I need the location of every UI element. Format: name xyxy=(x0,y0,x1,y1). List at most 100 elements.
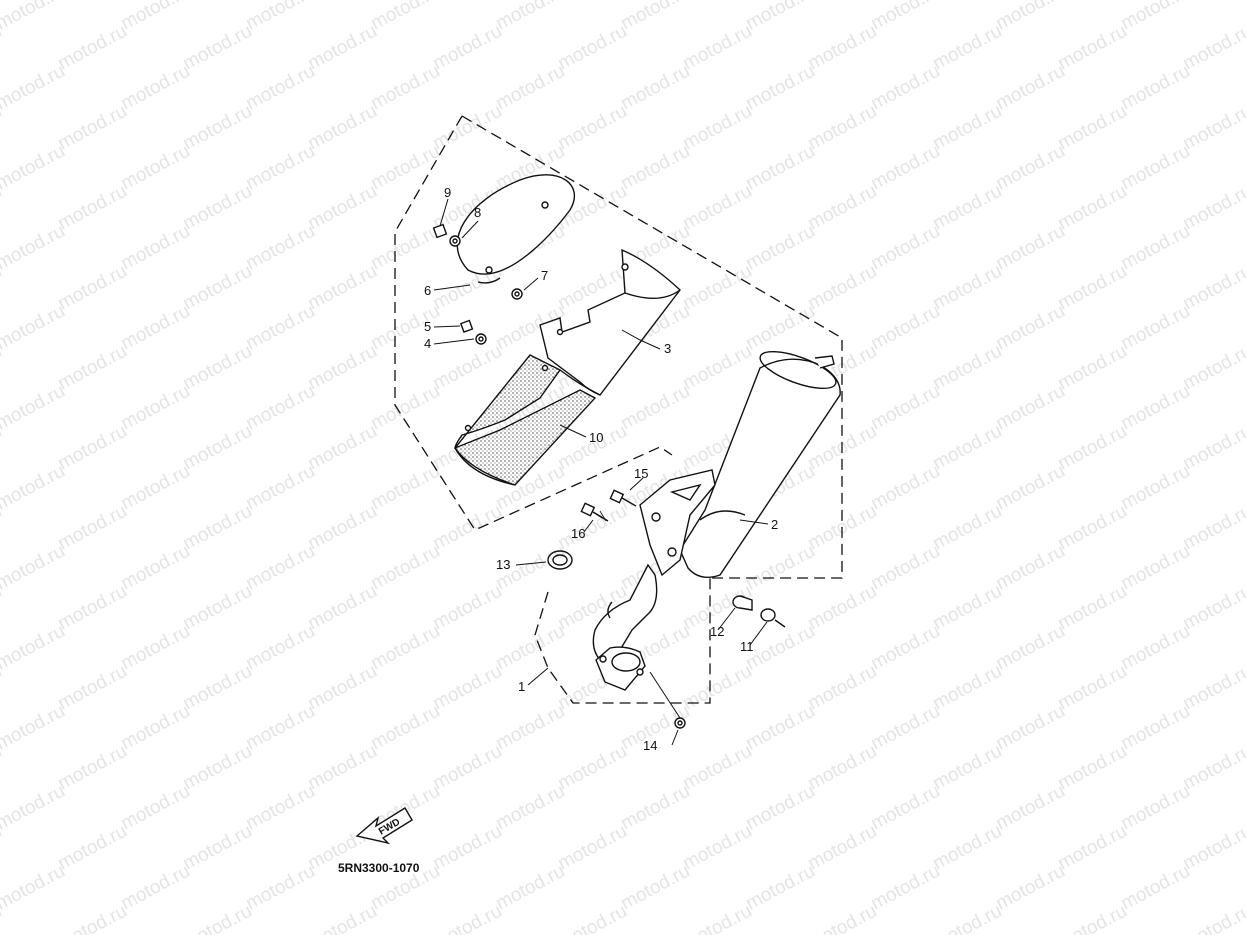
watermark-text: motod.ru xyxy=(117,0,193,34)
watermark-text: motod.ru xyxy=(679,21,755,75)
watermark-text: motod.ru xyxy=(492,0,568,34)
callout-2: 2 xyxy=(771,517,778,532)
watermark-text: motod.ru xyxy=(617,0,693,34)
watermark-text: motod.ru xyxy=(117,701,193,755)
watermark-text: motod.ru xyxy=(867,381,943,435)
watermark-text: motod.ru xyxy=(679,821,755,875)
watermark-text: motod.ru xyxy=(617,861,693,915)
watermark-text: motod.ru xyxy=(1117,0,1193,34)
callout-5: 5 xyxy=(424,319,431,334)
nut xyxy=(511,288,523,300)
watermark-text: motod.ru xyxy=(492,861,568,915)
watermark-text: motod.ru xyxy=(867,141,943,195)
callout-7: 7 xyxy=(541,268,548,283)
exhaust-pipe xyxy=(592,563,658,691)
watermark-text: motod.ru xyxy=(929,821,1005,875)
watermark-text: motod.ru xyxy=(992,301,1068,355)
watermark-text: motod.ru xyxy=(742,221,818,275)
watermark-text: motod.ru xyxy=(742,0,818,34)
watermark-text: motod.ru xyxy=(117,621,193,675)
watermark-text: motod.ru xyxy=(304,261,380,315)
watermark-text: motod.ru xyxy=(1179,501,1246,555)
watermark-text: motod.ru xyxy=(367,61,443,115)
watermark-text: motod.ru xyxy=(1117,461,1193,515)
watermark-text: motod.ru xyxy=(804,741,880,795)
collar-and-bolt xyxy=(732,595,786,628)
watermark-text: motod.ru xyxy=(179,581,255,635)
watermark-text: motod.ru xyxy=(1117,61,1193,115)
watermark-text: motod.ru xyxy=(804,901,880,935)
watermark-text: motod.ru xyxy=(554,901,630,935)
watermark-text: motod.ru xyxy=(679,101,755,155)
watermark-text: motod.ru xyxy=(992,221,1068,275)
watermark-text: motod.ru xyxy=(1117,221,1193,275)
watermark-text: motod.ru xyxy=(617,141,693,195)
watermark-text: motod.ru xyxy=(1179,101,1246,155)
watermark-text: motod.ru xyxy=(117,381,193,435)
watermark-text: motod.ru xyxy=(54,181,130,235)
watermark-text: motod.ru xyxy=(242,541,318,595)
watermark-text: motod.ru xyxy=(179,661,255,715)
watermark-text: motod.ru xyxy=(867,461,943,515)
watermark-text: motod.ru xyxy=(242,61,318,115)
watermark-text: motod.ru xyxy=(742,301,818,355)
watermark-text: motod.ru xyxy=(804,21,880,75)
watermark-text: motod.ru xyxy=(117,861,193,915)
watermark-text: motod.ru xyxy=(1054,341,1130,395)
watermark-text: motod.ru xyxy=(867,701,943,755)
watermark-text: motod.ru xyxy=(992,61,1068,115)
callout-16: 16 xyxy=(571,526,585,541)
watermark-text: motod.ru xyxy=(492,621,568,675)
watermark-text: motod.ru xyxy=(1054,181,1130,235)
watermark-text: motod.ru xyxy=(867,861,943,915)
watermark-text: motod.ru xyxy=(929,341,1005,395)
watermark-text: motod.ru xyxy=(1179,181,1246,235)
callout-11: 11 xyxy=(740,639,754,654)
watermark-text: motod.ru xyxy=(929,581,1005,635)
watermark-text: motod.ru xyxy=(367,381,443,435)
leader-lines xyxy=(433,198,769,746)
watermark-text: motod.ru xyxy=(54,901,130,935)
watermark-text: motod.ru xyxy=(1117,861,1193,915)
watermark-text: motod.ru xyxy=(54,661,130,715)
watermark-text: motod.ru xyxy=(1054,661,1130,715)
watermark-text: motod.ru xyxy=(929,741,1005,795)
watermark-text: motod.ru xyxy=(554,21,630,75)
watermark-text: motod.ru xyxy=(304,741,380,795)
watermark-text: motod.ru xyxy=(429,741,505,795)
watermark-text: motod.ru xyxy=(867,621,943,675)
watermark-text: motod.ru xyxy=(679,901,755,935)
watermark-text: motod.ru xyxy=(804,661,880,715)
watermark-text: motod.ru xyxy=(117,141,193,195)
callout-14: 14 xyxy=(643,738,657,753)
watermark-text: motod.ru xyxy=(0,701,69,755)
watermark-text: motod.ru xyxy=(0,221,69,275)
watermark-text: motod.ru xyxy=(492,781,568,835)
watermark-text: motod.ru xyxy=(429,101,505,155)
watermark-text: motod.ru xyxy=(367,301,443,355)
watermark-text: motod.ru xyxy=(617,781,693,835)
watermark-text: motod.ru xyxy=(1117,541,1193,595)
watermark-text: motod.ru xyxy=(492,701,568,755)
watermark-text: motod.ru xyxy=(429,341,505,395)
watermark-text: motod.ru xyxy=(554,101,630,155)
watermark-text: motod.ru xyxy=(1179,261,1246,315)
watermark-text: motod.ru xyxy=(54,821,130,875)
watermark-text: motod.ru xyxy=(992,781,1068,835)
watermark-text: motod.ru xyxy=(929,261,1005,315)
watermark-text: motod.ru xyxy=(242,0,318,34)
watermark-text: motod.ru xyxy=(0,541,69,595)
watermark-text: motod.ru xyxy=(367,221,443,275)
watermark-text: motod.ru xyxy=(429,901,505,935)
watermark-text: motod.ru xyxy=(179,901,255,935)
watermark-text: motod.ru xyxy=(679,341,755,395)
watermark-text: motod.ru xyxy=(1117,141,1193,195)
watermark-text: motod.ru xyxy=(0,461,69,515)
watermark-text: motod.ru xyxy=(1179,821,1246,875)
watermark-text: motod.ru xyxy=(1117,701,1193,755)
watermark-text: motod.ru xyxy=(1054,901,1130,935)
watermark-text: motod.ru xyxy=(0,61,69,115)
watermark-text: motod.ru xyxy=(554,741,630,795)
watermark-text: motod.ru xyxy=(1054,501,1130,555)
